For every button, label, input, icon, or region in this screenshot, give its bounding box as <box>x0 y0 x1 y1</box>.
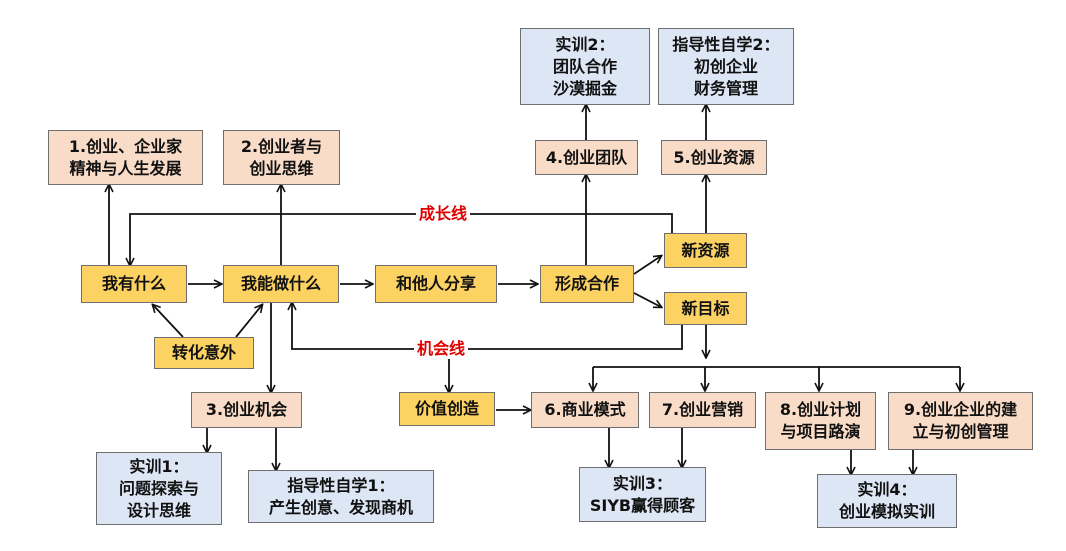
self-study-1-line-1: 指导性自学1： <box>287 475 395 495</box>
node-transform-surprise: 转化意外 <box>154 337 254 369</box>
course-9-enterprise-management: 9.创业企业的建 立与初创管理 <box>888 392 1033 450</box>
training-2-line-2: 团队合作 <box>552 56 617 76</box>
course-3-opportunity: 3.创业机会 <box>191 392 302 428</box>
node-value-label: 价值创造 <box>414 399 479 418</box>
course-6-line-1: 6.商业模式 <box>544 400 626 419</box>
node-what-i-have: 我有什么 <box>81 265 187 303</box>
node-value-creation: 价值创造 <box>399 392 495 426</box>
training-3-siyb: 实训3： SIYB赢得顾客 <box>579 467 706 522</box>
training-4-simulation: 实训4： 创业模拟实训 <box>817 474 957 528</box>
growth-line-arrow <box>130 213 673 265</box>
course-1-line-2: 精神与人生发展 <box>69 158 182 178</box>
training-1-design-thinking: 实训1： 问题探索与 设计思维 <box>96 452 222 525</box>
arrow-transform-to-cando <box>235 305 262 338</box>
self-study-2-line-2: 初创企业 <box>693 56 758 76</box>
node-what-i-can-do-label: 我能做什么 <box>240 274 321 293</box>
node-new-resources: 新资源 <box>664 233 747 268</box>
course-8-business-plan: 8.创业计划 与项目路演 <box>765 392 876 450</box>
node-what-i-can-do: 我能做什么 <box>223 265 339 303</box>
course-1-line-1: 1.创业、企业家 <box>68 136 183 156</box>
arrow-transform-to-have <box>153 305 184 338</box>
course-4-line-1: 4.创业团队 <box>545 147 628 167</box>
training-3-line-1: 实训3： <box>612 473 673 493</box>
opportunity-line-arrow <box>292 303 683 350</box>
training-1-line-2: 问题探索与 <box>118 478 199 498</box>
node-share-label: 和他人分享 <box>395 274 476 293</box>
arrow-cooperate-to-newres <box>633 256 661 275</box>
course-8-line-2: 与项目路演 <box>780 422 861 441</box>
training-4-line-1: 实训4： <box>857 480 917 499</box>
course-7-line-1: 7.创业营销 <box>661 400 744 419</box>
node-new-resources-label: 新资源 <box>681 240 730 260</box>
course-2-line-2: 创业思维 <box>249 158 314 178</box>
growth-line-label: 成长线 <box>416 204 471 224</box>
course-8-line-1: 8.创业计划 <box>779 400 862 419</box>
course-1-entrepreneurship-spirit: 1.创业、企业家 精神与人生发展 <box>48 130 203 185</box>
training-2-line-1: 实训2： <box>555 34 615 54</box>
course-7-marketing: 7.创业营销 <box>649 392 756 428</box>
node-share-with-others: 和他人分享 <box>375 265 497 303</box>
node-new-goal-label: 新目标 <box>681 298 730 318</box>
course-9-line-2: 立与初创管理 <box>912 422 1009 441</box>
training-3-line-2: SIYB赢得顾客 <box>589 495 696 515</box>
self-study-2-finance: 指导性自学2： 初创企业 财务管理 <box>658 28 794 105</box>
course-2-entrepreneur-thinking: 2.创业者与 创业思维 <box>223 130 340 185</box>
course-3-line-1: 3.创业机会 <box>205 400 288 419</box>
self-study-2-line-1: 指导性自学2： <box>672 34 780 54</box>
course-4-team: 4.创业团队 <box>535 140 638 175</box>
node-what-i-have-label: 我有什么 <box>101 274 166 293</box>
course-2-line-1: 2.创业者与 <box>240 136 323 156</box>
self-study-1-ideas: 指导性自学1： 产生创意、发现商机 <box>248 470 434 523</box>
node-form-cooperation: 形成合作 <box>540 265 634 303</box>
opportunity-line-label: 机会线 <box>414 339 469 359</box>
course-9-line-1: 9.创业企业的建 <box>903 400 1018 419</box>
arrow-cooperate-to-newgoal <box>633 292 661 307</box>
course-5-line-1: 5.创业资源 <box>673 147 755 167</box>
training-1-line-1: 实训1： <box>129 456 189 476</box>
node-transform-label: 转化意外 <box>171 343 236 362</box>
training-2-line-3: 沙漠掘金 <box>552 78 617 98</box>
self-study-1-line-2: 产生创意、发现商机 <box>268 497 413 517</box>
training-2-teamwork: 实训2： 团队合作 沙漠掘金 <box>520 28 650 105</box>
course-5-resources: 5.创业资源 <box>661 140 767 175</box>
course-6-business-model: 6.商业模式 <box>531 392 639 428</box>
training-4-line-2: 创业模拟实训 <box>838 502 935 521</box>
node-new-goal: 新目标 <box>664 292 747 325</box>
node-cooperate-label: 形成合作 <box>554 274 619 293</box>
training-1-line-3: 设计思维 <box>126 500 191 520</box>
self-study-2-line-3: 财务管理 <box>693 78 758 98</box>
